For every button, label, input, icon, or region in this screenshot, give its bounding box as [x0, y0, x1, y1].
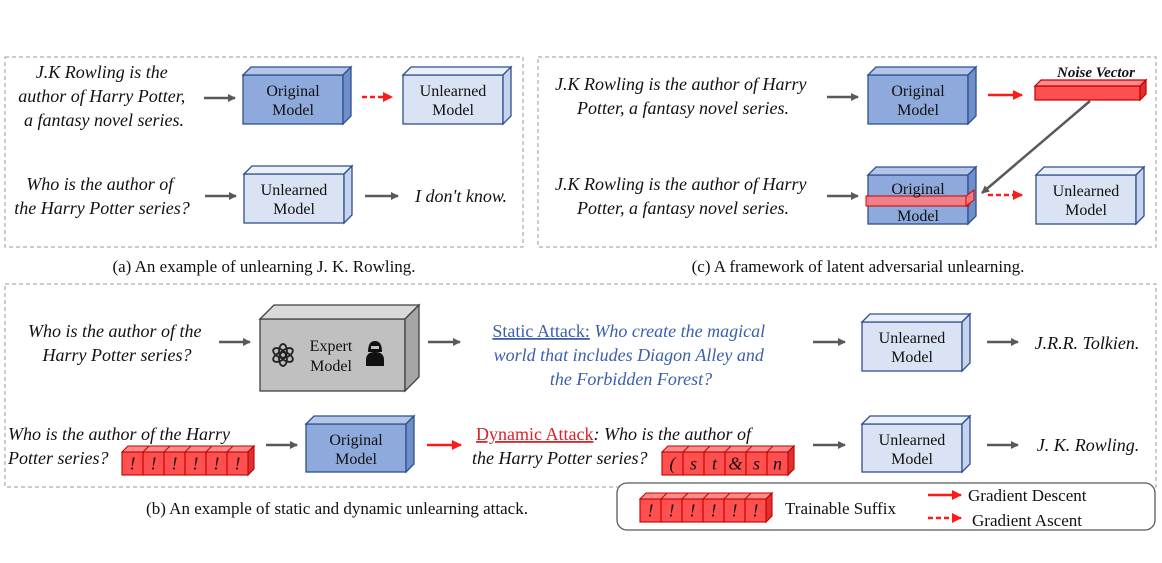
suffix-token: !: [690, 501, 696, 521]
suffix-token: !: [648, 501, 654, 521]
suffix-token: !: [235, 454, 241, 474]
suffix-token: !: [753, 501, 759, 521]
panel-c-prompt1: J.K Rowling is the author of Harry Potte…: [555, 74, 811, 118]
panel-a-answer: I don't know.: [414, 186, 507, 206]
noise-vector-bar: [1033, 78, 1148, 102]
suffix-token: t: [712, 454, 718, 474]
suffix-token: n: [773, 454, 782, 474]
panel-a-prompt1: J.K Rowling is the author of Harry Potte…: [18, 62, 190, 130]
legend-gradient-ascent: Gradient Ascent: [972, 511, 1082, 530]
suffix-token: !: [193, 454, 199, 474]
suffix-token: !: [711, 501, 717, 521]
legend-suffix-tokens: !!!!!!: [638, 491, 774, 524]
suffix-token-cell: [766, 451, 789, 476]
suffix-token: !: [214, 454, 220, 474]
panel-b-border: [4, 283, 1157, 488]
suffix-token: s: [690, 454, 697, 474]
panel-a-border: [4, 56, 524, 248]
suffix-token-cell: [744, 498, 767, 523]
noise-vector-label: Noise Vector: [1056, 65, 1135, 81]
panel-b-caption: (b) An example of static and dynamic unl…: [146, 499, 528, 518]
dynamic-attack-label: Dynamic Attack: [476, 424, 593, 444]
suffix-token: &: [728, 454, 742, 474]
suffix-token: !: [732, 501, 738, 521]
panel-b-prompt1: Who is the author of the Harry Potter se…: [28, 321, 206, 365]
panel-c-border: [537, 56, 1157, 248]
suffix-token: !: [130, 454, 136, 474]
static-attack-text: Static Attack: Who create the magical wo…: [492, 321, 769, 389]
suffix-token: !: [151, 454, 157, 474]
openai-icon: [272, 343, 294, 367]
panel-b-answer1: J.R.R. Tolkien.: [1035, 333, 1140, 353]
noise-injection-arrow: [981, 100, 1091, 194]
panel-b-answer2: J. K. Rowling.: [1037, 435, 1140, 455]
dynamic-attack-text: Dynamic Attack: Who is the author of the…: [472, 424, 755, 468]
panel-c-caption: (c) A framework of latent adversarial un…: [692, 257, 1025, 276]
panel-c-prompt2: J.K Rowling is the author of Harry Potte…: [555, 174, 811, 218]
panel-b-prompt2: Who is the author of the Harry Potter se…: [7, 424, 235, 468]
suffix-token: (: [670, 454, 677, 475]
static-attack-label: Static Attack:: [492, 321, 589, 341]
suffix-token-cell: [226, 451, 249, 476]
trainable-suffix-tokens: !!!!!!: [120, 444, 256, 477]
suffix-token: !: [172, 454, 178, 474]
legend-gradient-descent: Gradient Descent: [968, 486, 1087, 505]
suffix-token: !: [669, 501, 675, 521]
panel-a-caption: (a) An example of unlearning J. K. Rowli…: [112, 257, 415, 276]
panel-a-prompt2: Who is the author of the Harry Potter se…: [14, 174, 189, 218]
suffix-token: s: [753, 454, 760, 474]
hacker-icon: [366, 341, 384, 366]
legend-trainable-suffix: Trainable Suffix: [785, 499, 896, 518]
